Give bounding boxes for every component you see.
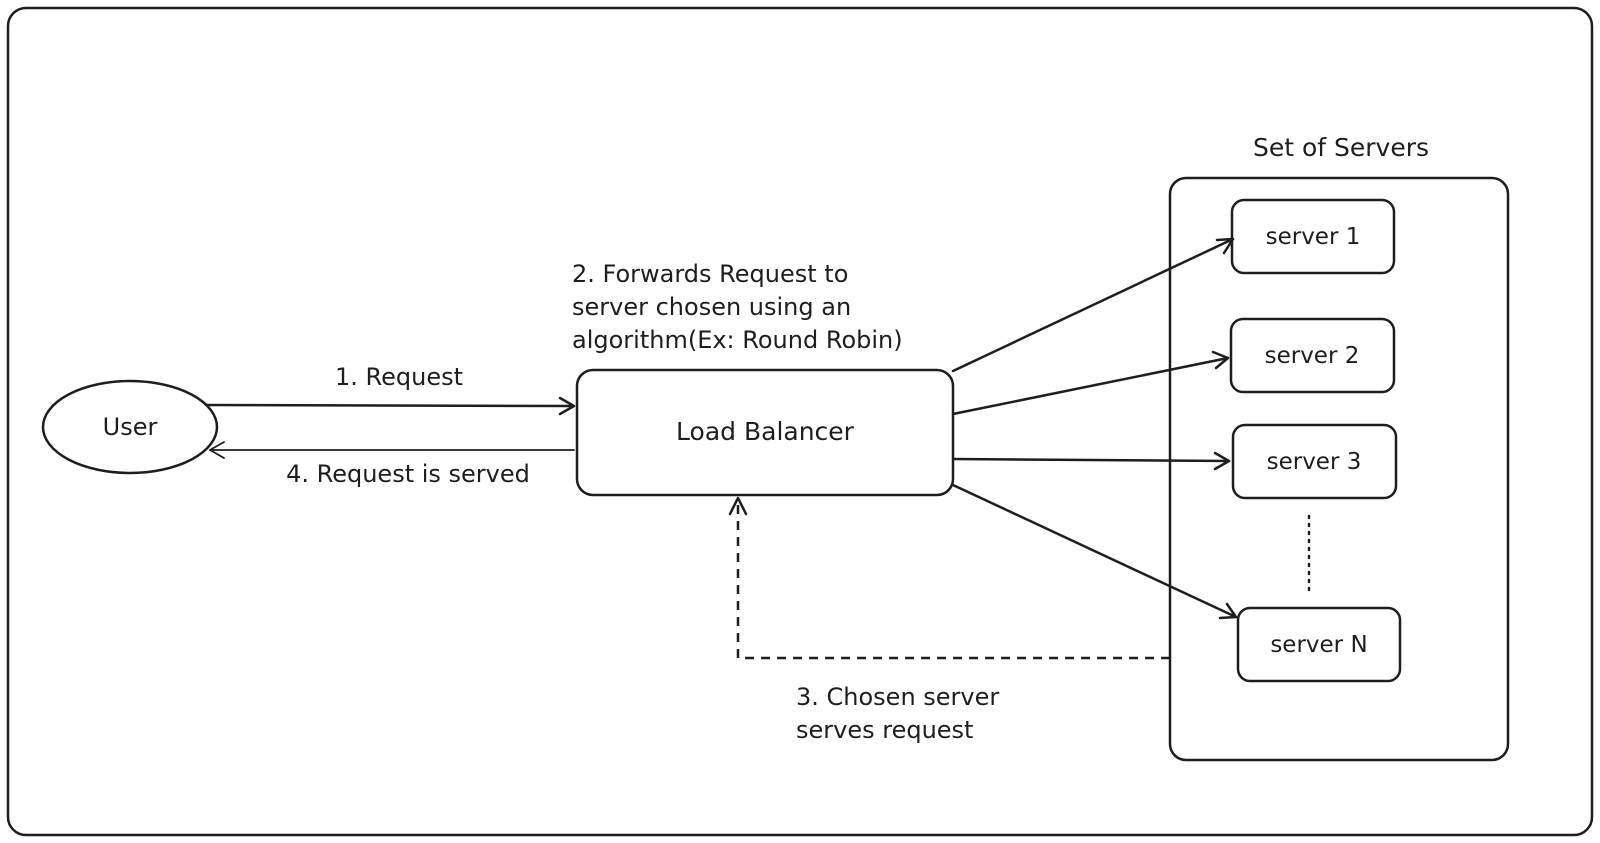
edge-forward-server-2[interactable] [951, 356, 1230, 416]
server-node-n[interactable] [1236, 606, 1402, 683]
edge-forward-server-3-arrowhead [1213, 451, 1231, 471]
server-label-1: server 1 [1266, 224, 1361, 250]
server-group-title: Set of Servers [1253, 133, 1429, 162]
server-node-3[interactable] [1231, 423, 1398, 500]
edge-request-label: 1. Request [335, 363, 463, 391]
user-node[interactable] [41, 379, 219, 475]
edge-forward-server-n-arrowhead [1218, 602, 1238, 620]
load-balancer-node[interactable] [575, 368, 955, 497]
diagram-frame [6, 6, 1594, 837]
edge-forward-server-3[interactable] [951, 457, 1231, 463]
edge-chosen-label-line-1: 3. Chosen server [796, 683, 999, 711]
server-label-n: server N [1270, 632, 1367, 658]
edge-chosen-label-line-2: serves request [796, 716, 973, 744]
edge-forward-server-1-arrowhead [1215, 237, 1235, 255]
edge-request[interactable] [204, 403, 576, 408]
edge-forward-label-line-3: algorithm(Ex: Round Robin) [572, 326, 903, 354]
edge-chosen-server[interactable] [736, 500, 1170, 660]
server-label-2: server 2 [1265, 343, 1360, 369]
edge-forward-server-1[interactable] [951, 237, 1235, 373]
edge-forward-server-n[interactable] [951, 483, 1238, 619]
server-node-1[interactable] [1230, 198, 1396, 275]
edge-forward-server-2-arrowhead [1211, 350, 1230, 370]
server-node-2[interactable] [1229, 317, 1396, 394]
edge-forward-label-line-2: server chosen using an [572, 293, 851, 321]
edge-request-arrowhead [558, 396, 576, 416]
server-label-3: server 3 [1267, 449, 1362, 475]
edge-served-arrowhead [209, 441, 225, 459]
edge-chosen-server-arrowhead [728, 496, 748, 516]
edge-served-label: 4. Request is served [286, 460, 530, 488]
user-label: User [103, 413, 158, 441]
load-balancer-label: Load Balancer [676, 417, 855, 446]
edge-forward-label-line-1: 2. Forwards Request to [572, 260, 848, 288]
